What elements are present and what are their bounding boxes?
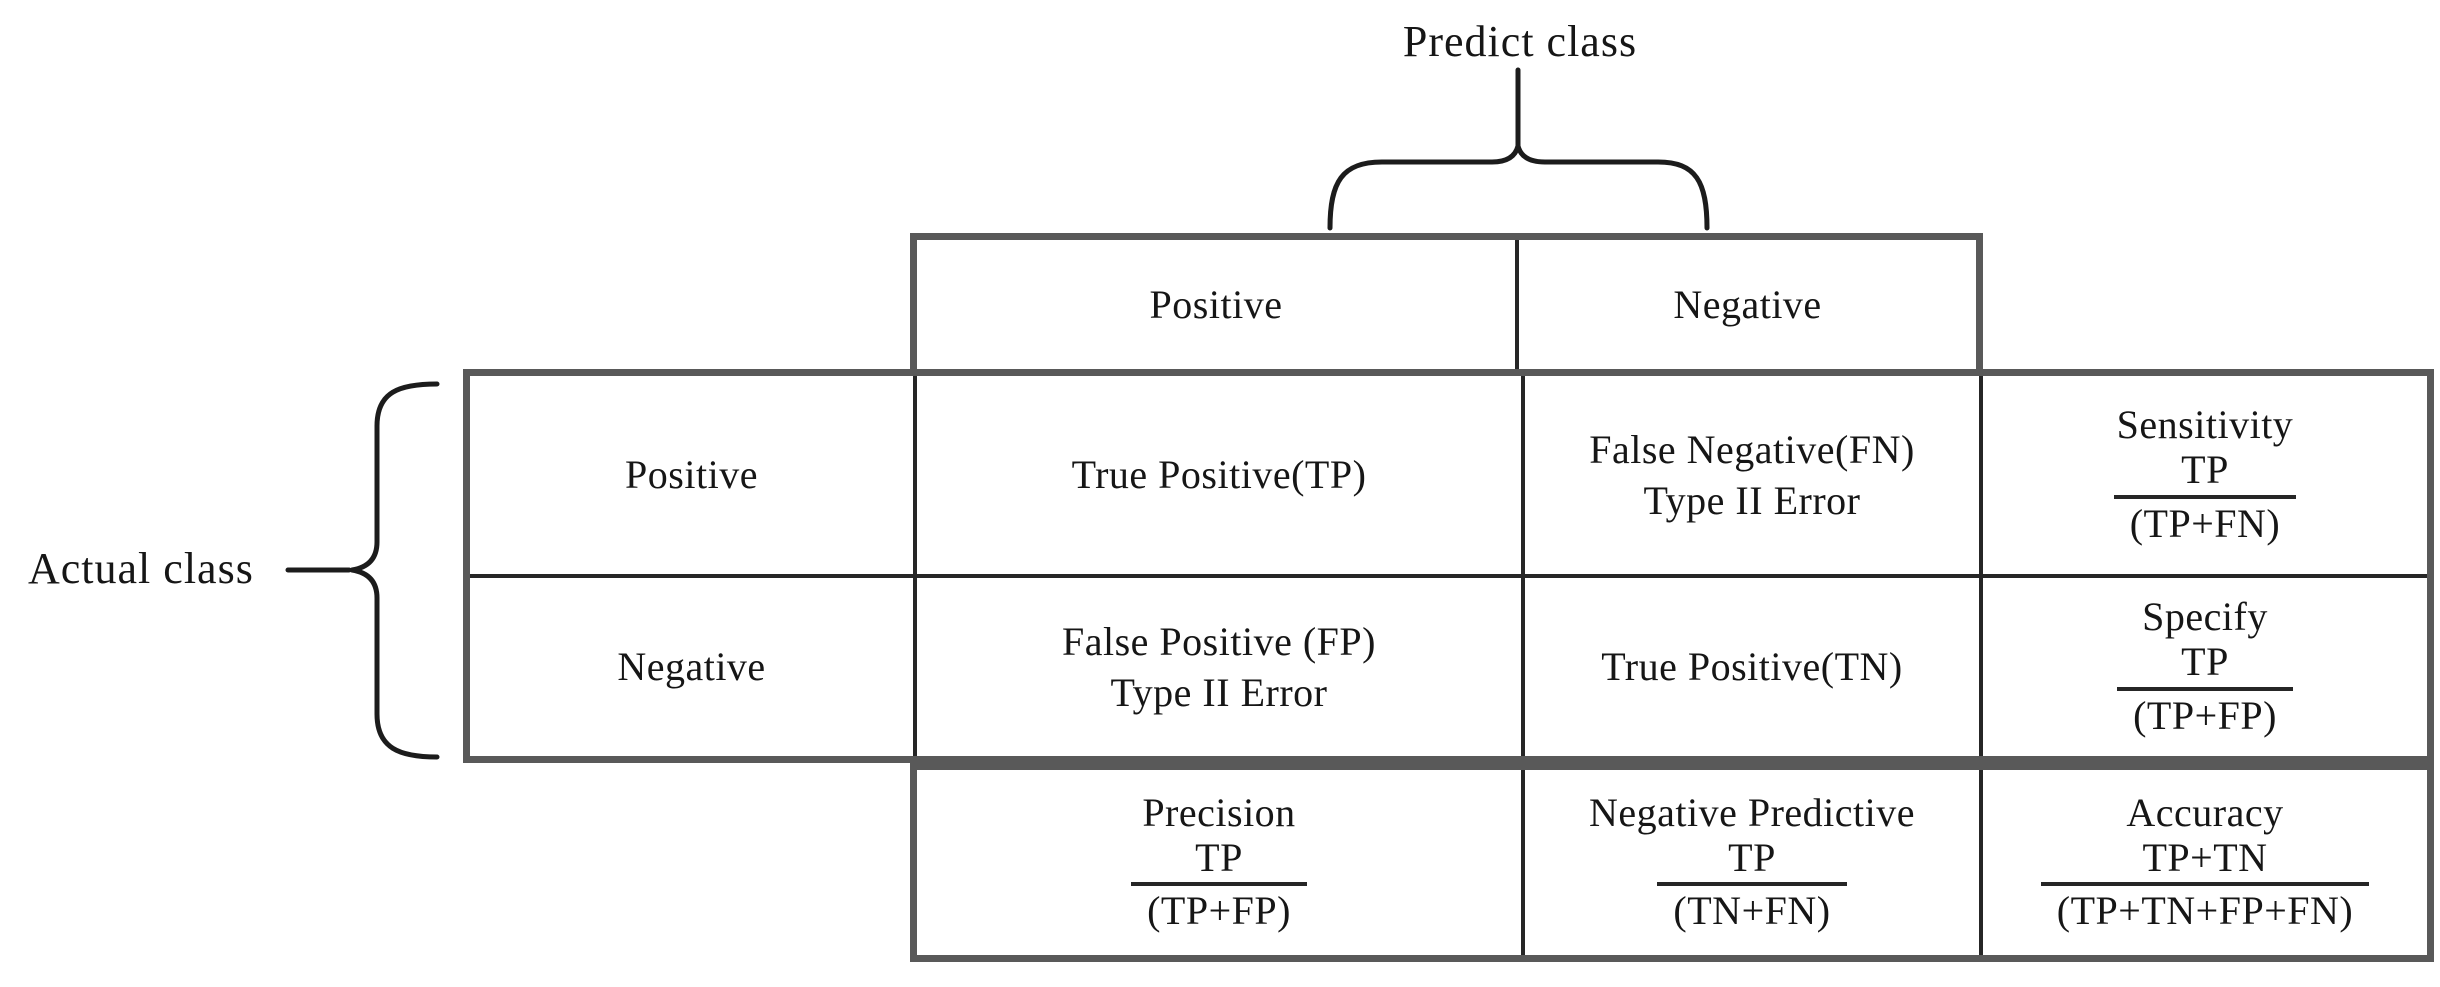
actual-negative-label-cell: Negative: [470, 578, 917, 756]
metric-denominator: (TP+FP): [1131, 882, 1307, 934]
cell-text: False Positive (FP): [1062, 618, 1376, 664]
metric-denominator: (TN+FN): [1657, 882, 1847, 934]
metric-denominator: (TP+FN): [2113, 494, 2297, 547]
matrix-body: Positive True Positive(TP) False Negativ…: [463, 369, 2434, 763]
metric-numerator: TP: [2181, 639, 2229, 685]
metric-title: Sensitivity: [2116, 402, 2294, 448]
sensitivity-metric-cell: Sensitivity TP (TP+FN): [1983, 376, 2427, 578]
metric-denominator: (TP+TN+FP+FN): [2040, 882, 2370, 934]
true-negative-cell: True Positive(TN): [1525, 578, 1983, 756]
predict-class-label: Predict class: [1402, 17, 1638, 66]
accuracy-metric-cell: Accuracy TP+TN (TP+TN+FP+FN): [1983, 770, 2427, 955]
predicted-positive-header: Positive: [917, 240, 1519, 369]
metric-numerator: TP+TN: [2142, 834, 2268, 880]
false-positive-cell: False Positive (FP) Type II Error: [917, 578, 1525, 756]
predicted-header-row: Positive Negative: [910, 233, 1983, 369]
cell-text: True Positive(TN): [1601, 644, 1903, 690]
actual-positive-label-cell: Positive: [470, 376, 917, 578]
cell-text: False Negative(FN): [1589, 426, 1915, 472]
cell-text: True Positive(TP): [1071, 452, 1367, 498]
false-negative-cell: False Negative(FN) Type II Error: [1525, 376, 1983, 578]
predicted-negative-header: Negative: [1673, 282, 1822, 327]
specificity-metric-cell: Specify TP (TP+FP): [1983, 578, 2427, 756]
cell-text: Type II Error: [1643, 478, 1861, 523]
metric-title: Specify: [2142, 594, 2268, 640]
cell-text: Negative: [617, 644, 766, 690]
metric-denominator: (TP+FP): [2117, 686, 2293, 739]
actual-class-label: Actual class: [28, 544, 254, 593]
cell-text: Positive: [625, 452, 758, 498]
metric-title: Negative Predictive: [1588, 789, 1916, 835]
true-positive-cell: True Positive(TP): [917, 376, 1525, 578]
metric-numerator: TP: [2181, 447, 2229, 493]
precision-metric-cell: Precision TP (TP+FP): [917, 770, 1525, 955]
top-brace: [1327, 143, 1710, 231]
metric-title: Precision: [1142, 789, 1296, 835]
metrics-footer-row: Precision TP (TP+FP) Negative Predictive…: [910, 763, 2434, 962]
metric-numerator: TP: [1728, 834, 1776, 880]
metric-numerator: TP: [1195, 834, 1243, 880]
left-brace: [349, 381, 440, 760]
negative-predictive-metric-cell: Negative Predictive TP (TN+FN): [1525, 770, 1983, 955]
cell-text: Type II Error: [1110, 670, 1328, 715]
metric-title: Accuracy: [2126, 789, 2284, 835]
